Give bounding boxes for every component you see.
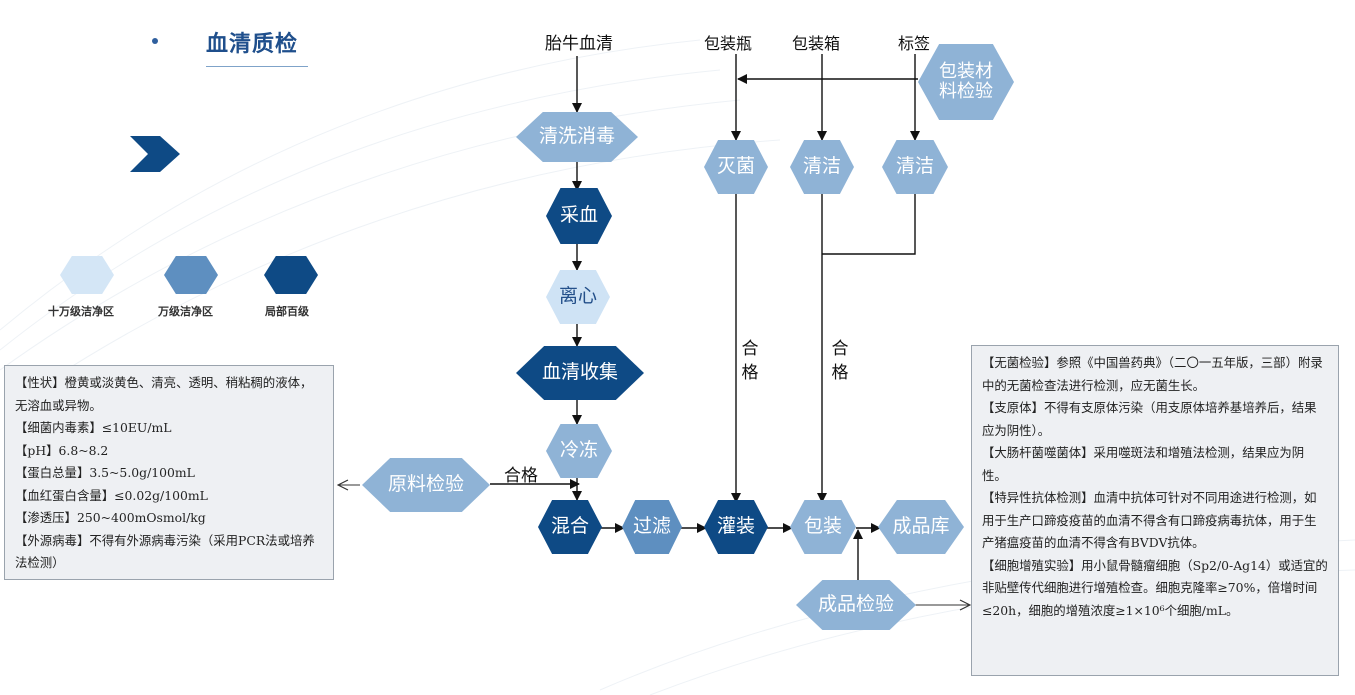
product-spec-mycoplasma: 【支原体】不得有支原体污染（用支原体培养基培养后，结果应为阴性）。 xyxy=(982,400,1317,438)
legend-label-10k: 万级洁净区 xyxy=(158,305,213,318)
product-spec-sterility: 【无菌检验】参照《中国兽药典》（二〇一五年版，三部）附录中的无菌检查法进行检测，… xyxy=(982,355,1323,393)
node-filtration: 过滤 xyxy=(622,500,682,554)
raw-spec-endotoxin: 【细菌内毒素】≤10EU/mL xyxy=(15,420,172,435)
input-packaging-bottle: 包装瓶 xyxy=(704,34,753,53)
node-freeze: 冷冻 xyxy=(546,424,612,478)
finished-product-spec-box: 【无菌检验】参照《中国兽药典》（二〇一五年版，三部）附录中的无菌检查法进行检测，… xyxy=(971,345,1339,676)
node-sterilization: 灭菌 xyxy=(704,140,768,194)
node-raw-material-inspection: 原料检验 xyxy=(362,458,490,512)
legend-label-100k: 十万级洁净区 xyxy=(48,305,114,318)
product-spec-proliferation: 【细胞增殖实验】用小鼠骨髓瘤细胞（Sp2/0-Ag14）或适宜的非贴壁传代细胞进… xyxy=(982,557,1328,618)
label-pass-cleaning: 合格 xyxy=(831,339,849,383)
title-bullet xyxy=(152,38,158,44)
title-underline xyxy=(206,66,308,67)
label-pass-raw: 合格 xyxy=(504,466,538,486)
page-title: 血清质检 xyxy=(206,32,299,57)
raw-spec-hemoglobin: 【血红蛋白含量】≤0.02g/100mL xyxy=(15,487,208,503)
input-packaging-box: 包装箱 xyxy=(792,34,841,53)
node-wash-disinfect: 清洗消毒 xyxy=(516,112,638,162)
node-mixing: 混合 xyxy=(538,500,602,554)
product-spec-phage: 【大肠杆菌噬菌体】采用噬斑法和增殖法检测，结果应为阴性。 xyxy=(982,445,1305,483)
raw-spec-virus: 【外源病毒】不得有外源病毒污染（采用PCR法或培养法检测） xyxy=(15,532,315,571)
node-cleaning-label: 清洁 xyxy=(882,140,948,194)
legend-swatch-local100 xyxy=(264,256,318,294)
node-blood-collection: 采血 xyxy=(546,188,612,244)
input-label: 标签 xyxy=(898,34,931,53)
node-serum-collection: 血清收集 xyxy=(516,346,644,400)
node-finished-product-inspection: 成品检验 xyxy=(796,580,916,630)
legend-swatch-10k xyxy=(164,256,218,294)
node-centrifuge: 离心 xyxy=(546,270,610,324)
raw-material-spec-box: 【性状】橙黄或淡黄色、清亮、透明、稍粘稠的液体，无溶血或异物。 【细菌内毒素】≤… xyxy=(4,365,334,580)
legend-label-local100: 局部百级 xyxy=(265,305,309,318)
node-cleaning-box: 清洁 xyxy=(790,140,854,194)
chevron-right-icon xyxy=(130,136,180,172)
node-finished-warehouse: 成品库 xyxy=(878,500,964,554)
raw-spec-osmolality: 【渗透压】250~400mOsmol/kg xyxy=(15,510,206,525)
raw-spec-ph: 【pH】6.8~8.2 xyxy=(15,442,109,458)
node-filling: 灌装 xyxy=(704,500,768,554)
node-packaging-material-inspection: 包装材料检验 xyxy=(918,44,1014,120)
raw-spec-appearance: 【性状】橙黄或淡黄色、清亮、透明、稍粘稠的液体，无溶血或异物。 xyxy=(15,375,313,413)
packaging-material-inspection-label: 包装材料检验 xyxy=(939,60,993,102)
raw-spec-total-protein: 【蛋白总量】3.5~5.0g/100mL xyxy=(15,465,195,480)
node-packaging: 包装 xyxy=(790,500,856,554)
input-fetal-bovine-serum: 胎牛血清 xyxy=(545,34,613,54)
label-pass-sterilize: 合格 xyxy=(741,339,759,383)
legend-swatch-100k xyxy=(60,256,114,294)
product-spec-antibody: 【特异性抗体检测】血清中抗体可针对不同用途进行检测，如用于生产口蹄疫疫苗的血清不… xyxy=(982,490,1317,550)
